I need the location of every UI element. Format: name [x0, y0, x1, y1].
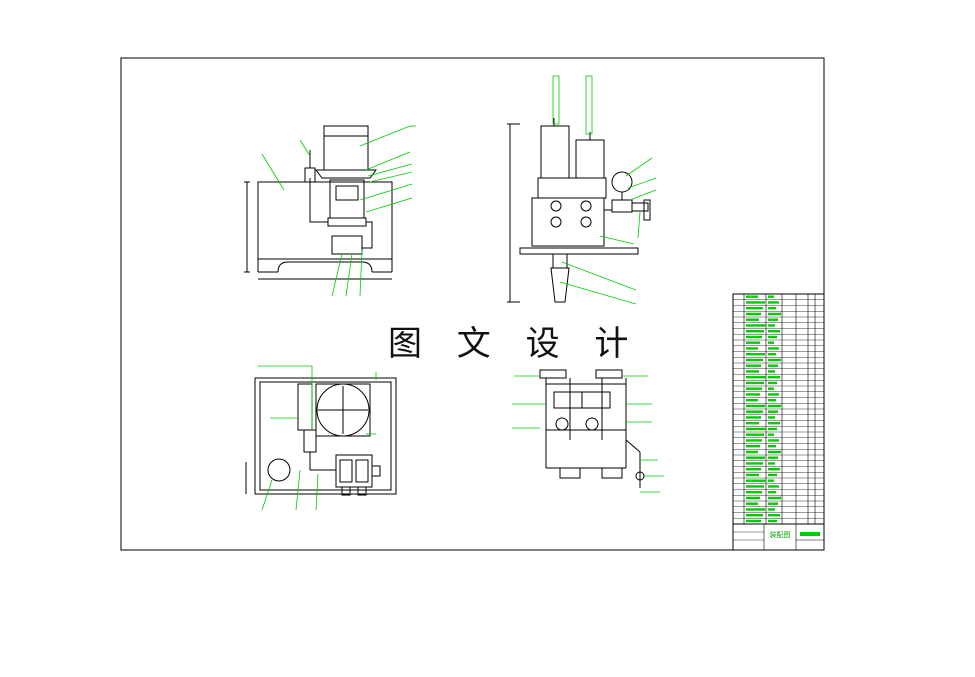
table-cell-mark: [768, 370, 775, 373]
table-cell-mark: [768, 491, 776, 494]
table-cell-mark: [746, 456, 765, 459]
table-cell-mark: [746, 307, 763, 310]
table-cell-mark: [768, 439, 779, 442]
table-cell-mark: [768, 324, 775, 327]
table-cell-mark: [768, 496, 781, 500]
table-cell-mark: [768, 502, 778, 505]
table-cell-mark: [768, 433, 774, 436]
table-cell-mark: [768, 358, 781, 362]
top-view-leaders: [258, 365, 377, 511]
parts-list-table: 装配图: [732, 293, 825, 551]
table-cell-mark: [768, 422, 780, 425]
top-view: [245, 377, 397, 496]
table-cell-mark: [746, 376, 766, 379]
table-cell-mark: [746, 433, 764, 436]
table-cell-mark: [768, 341, 774, 344]
table-cell-mark: [746, 439, 762, 442]
table-cell-mark: [746, 341, 760, 344]
table-cell-mark: [768, 312, 781, 316]
table-cell-mark: [746, 387, 762, 390]
table-cell-mark: [768, 301, 779, 304]
table-cell-mark: [768, 427, 777, 431]
table-cell-mark: [768, 307, 776, 310]
table-cell-mark: [746, 502, 758, 505]
table-cell-mark: [746, 358, 763, 362]
table-cell-mark: [768, 450, 781, 454]
table-cell-mark: [768, 318, 778, 321]
table-cell-mark: [746, 318, 759, 321]
table-cell-mark: [746, 514, 763, 517]
table-cell-mark: [768, 393, 779, 396]
table-cell-mark: [768, 485, 779, 488]
table-cell-mark: [746, 427, 766, 431]
table-cell-mark: [746, 301, 765, 304]
table-cell-mark: [746, 422, 759, 425]
table-cell-mark: [768, 335, 777, 339]
table-cell-mark: [746, 312, 761, 316]
table-cell-mark: [746, 496, 760, 500]
table-cell-mark: [768, 456, 778, 459]
table-cell-mark: [746, 404, 765, 408]
table-cell-mark: [768, 330, 780, 333]
table-cell-mark: [768, 295, 774, 298]
front-view: [244, 125, 393, 280]
table-cell-mark: [746, 462, 763, 465]
table-cell-mark: [746, 295, 758, 298]
table-cell-mark: [768, 410, 778, 413]
hydraulic-schematic-leaders: [512, 375, 664, 493]
table-cell-mark: [746, 410, 763, 413]
front-view-leaders: [261, 125, 416, 297]
table-cell-mark: [746, 330, 764, 333]
table-cell-mark: [746, 479, 766, 482]
table-cell-mark: [746, 364, 761, 367]
table-cell-mark: [746, 445, 760, 448]
table-cell-mark: [768, 416, 775, 419]
table-cell-mark: [746, 519, 761, 523]
table-cell-mark: [768, 381, 777, 385]
table-cell-mark: [768, 519, 777, 523]
table-cell-mark: [768, 462, 775, 465]
table-cell-mark: [768, 479, 774, 482]
table-cell-mark: [768, 508, 775, 511]
table-cell-mark: [746, 399, 758, 402]
hydraulic-schematic: [539, 369, 645, 488]
table-cell-mark: [746, 508, 765, 511]
table-cell-mark: [746, 416, 761, 419]
table-cell-mark: [768, 376, 780, 379]
table-cell-mark: [746, 381, 764, 385]
table-cell-mark: [768, 445, 776, 448]
table-cell-mark: [768, 404, 781, 408]
watermark-text: 图 文 设 计: [388, 324, 641, 364]
table-cell-mark: [768, 473, 777, 477]
table-cell-mark: [746, 468, 761, 471]
table-cell-mark: [746, 335, 762, 339]
table-cell-mark: [746, 491, 762, 494]
table-cell-mark: [746, 370, 759, 373]
table-cell-mark: [768, 468, 780, 471]
table-cell-mark: [746, 473, 759, 477]
table-cell-mark: [746, 324, 766, 327]
drawing-title: 装配图: [770, 530, 791, 539]
table-cell-mark: [768, 514, 780, 517]
table-cell-mark: [768, 387, 774, 390]
table-cell-mark: [768, 364, 778, 367]
side-view: [507, 118, 651, 303]
table-cell-mark: [768, 347, 779, 350]
table-cell-mark: [746, 393, 760, 396]
side-view-leaders: [552, 75, 657, 305]
table-cell-mark: [746, 347, 758, 350]
table-cell-mark: [768, 399, 776, 402]
table-cell-mark: [746, 485, 764, 488]
table-cell-mark: [746, 450, 758, 454]
table-cell-mark: [768, 353, 776, 356]
drawing-frame: [120, 57, 825, 551]
table-cell-mark: [746, 353, 765, 356]
